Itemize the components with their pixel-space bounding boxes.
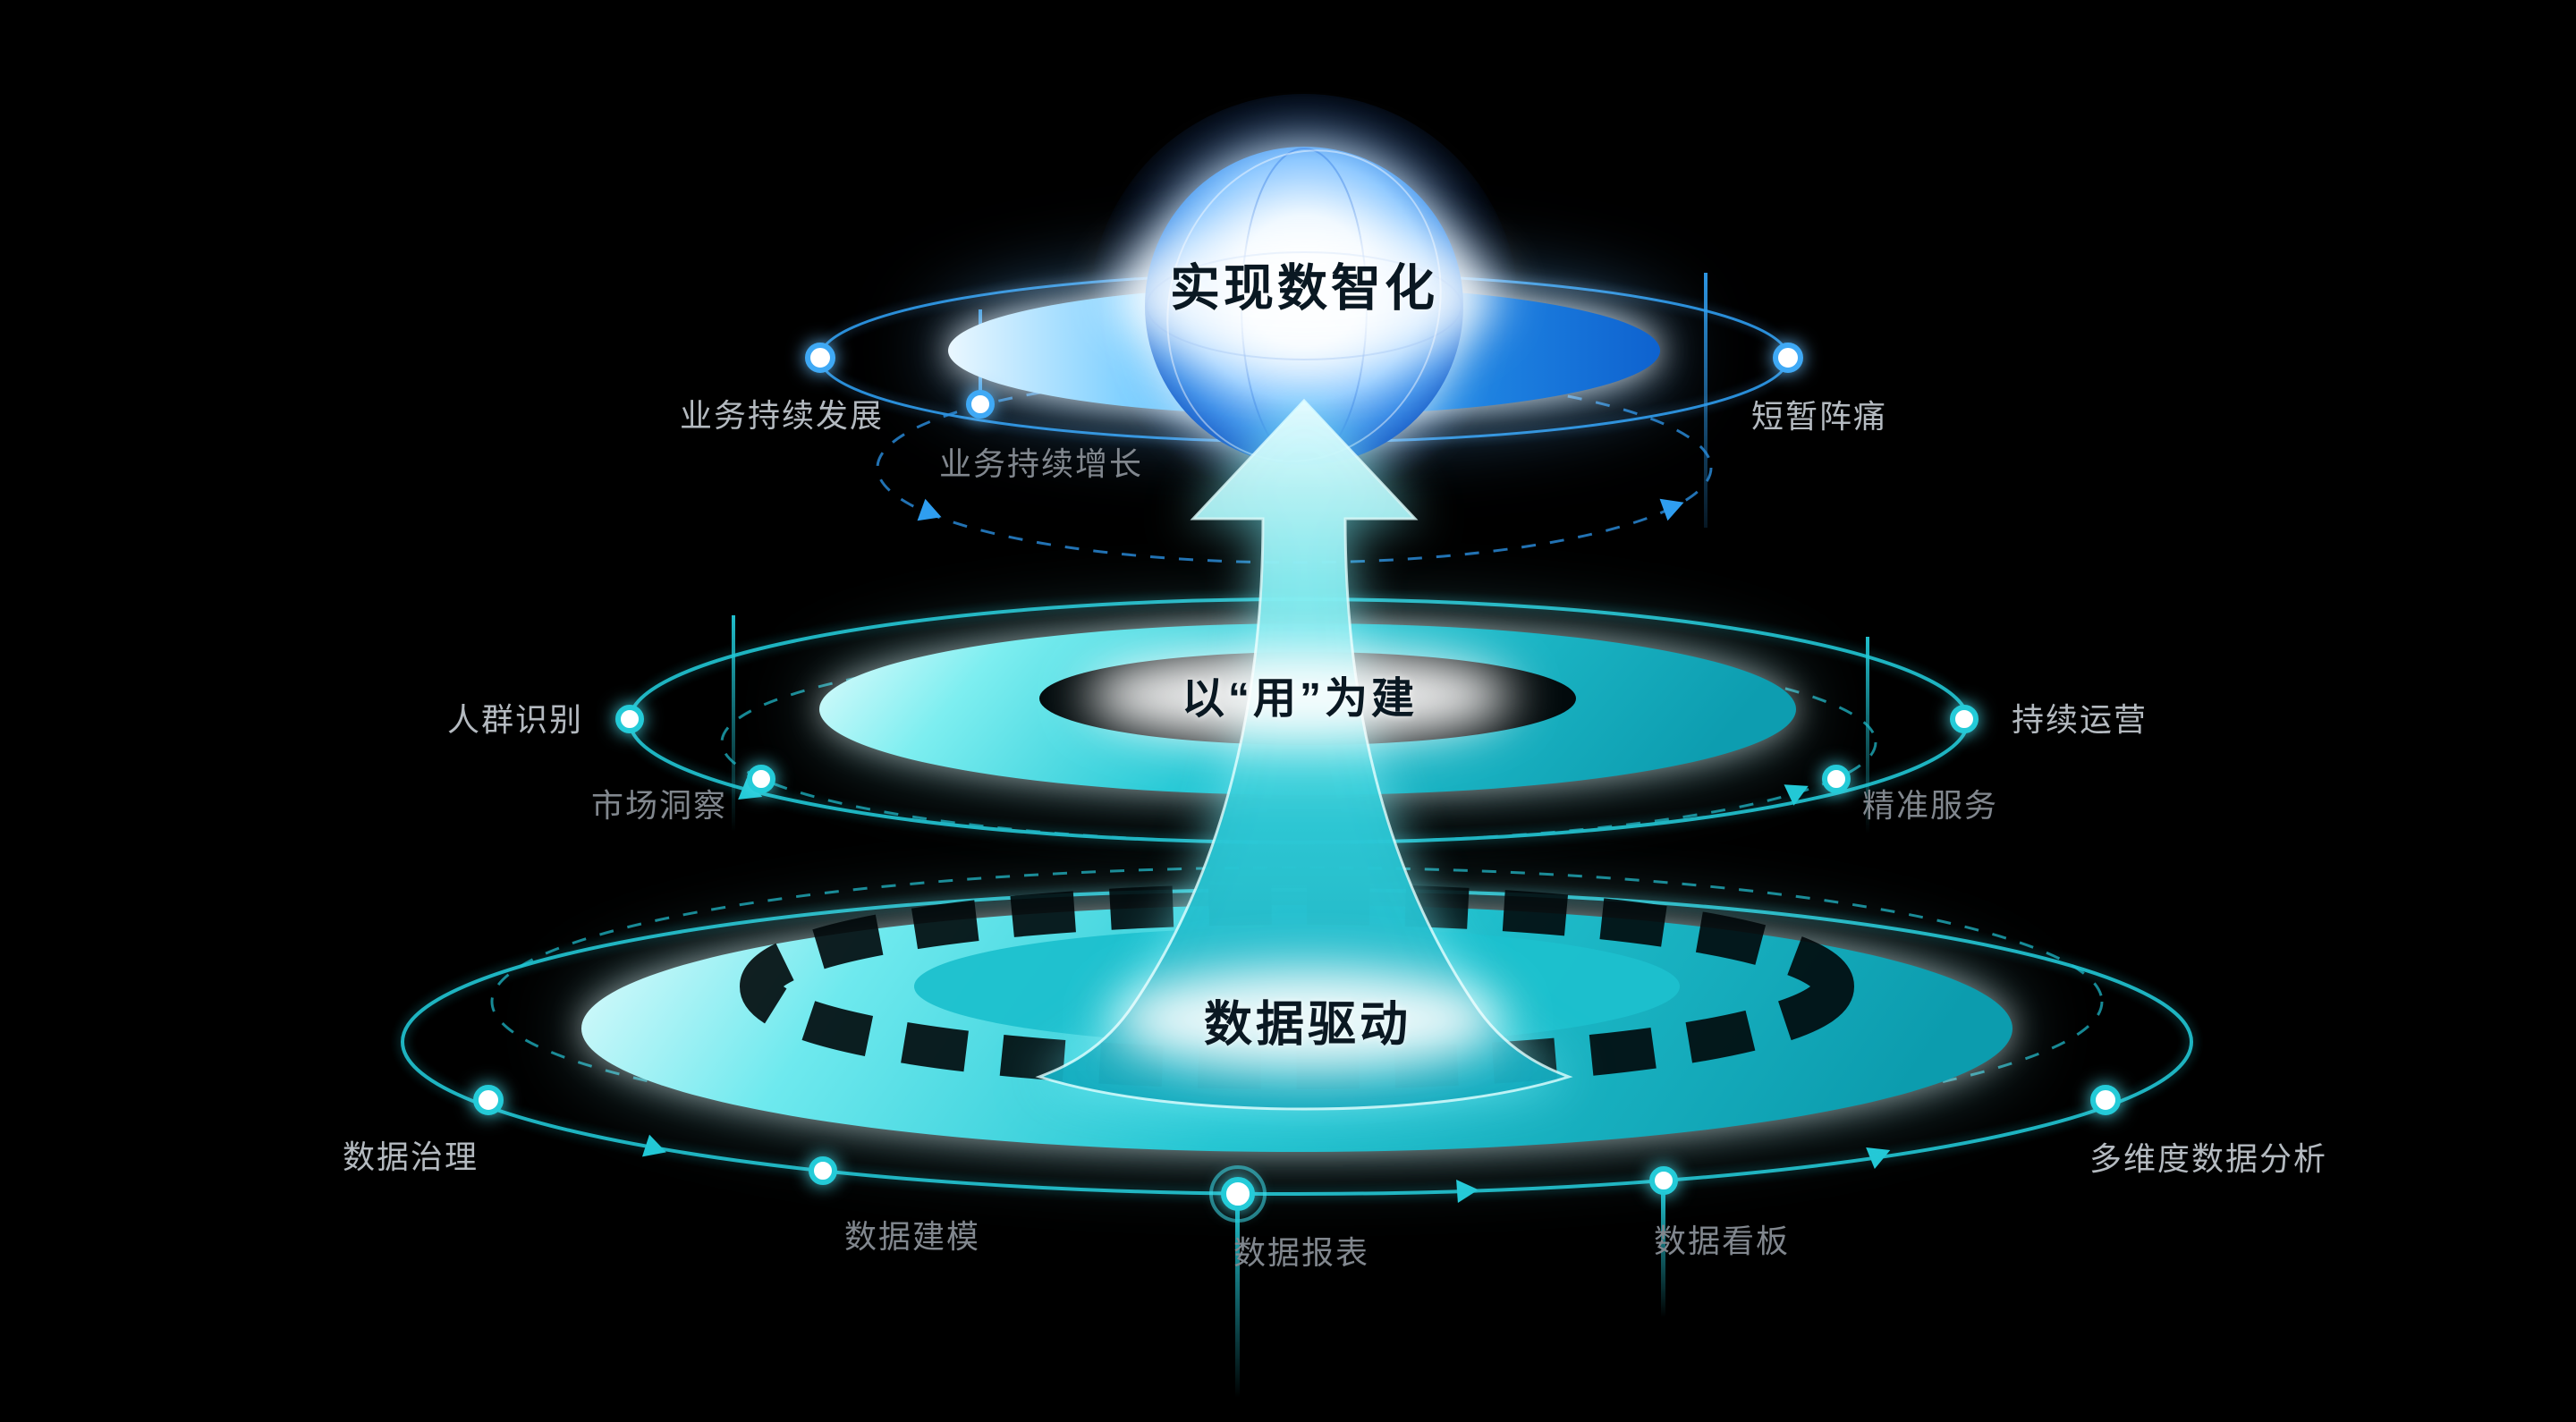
label-crowd-identification: 人群识别 xyxy=(446,701,584,738)
label-continuous-operation: 持续运营 xyxy=(2011,701,2148,738)
orbit-node xyxy=(805,343,835,373)
drop-line xyxy=(1661,1192,1665,1317)
label-business-development: 业务持续发展 xyxy=(679,397,885,434)
drop-line xyxy=(1866,637,1869,834)
flow-arrowhead-icon xyxy=(1659,498,1684,521)
label-data-modeling: 数据建模 xyxy=(843,1218,981,1255)
orbit-node xyxy=(2090,1085,2121,1115)
orbit-node xyxy=(473,1085,504,1115)
label-data-governance: 数据治理 xyxy=(342,1138,479,1175)
flow-arrowhead-icon xyxy=(1784,784,1809,806)
orbit-node xyxy=(1950,705,1979,733)
tier-bottom-title: 数据驱动 xyxy=(1204,997,1411,1052)
flow-arrowhead-icon xyxy=(1866,1147,1891,1170)
growth-arrow xyxy=(1035,398,1573,1111)
label-multidimensional-analysis: 多维度数据分析 xyxy=(2089,1140,2328,1177)
title-glows xyxy=(1085,224,1514,1071)
tier-middle-title: 以“用”为建 xyxy=(1181,675,1419,723)
orbit-node xyxy=(1649,1166,1678,1195)
tier-top-title: 实现数智化 xyxy=(1170,259,1438,317)
drop-line xyxy=(1235,1206,1240,1398)
title-glow-bottom xyxy=(1111,968,1504,1071)
title-glow-middle xyxy=(1085,648,1514,744)
orbit-node xyxy=(747,765,775,793)
middle-dashed-orbit xyxy=(720,640,1877,844)
label-market-insight: 市场洞察 xyxy=(590,787,728,824)
flow-arrowhead-icon xyxy=(738,777,763,800)
orbit-node xyxy=(1822,765,1851,793)
label-short-term-pain: 短暂阵痛 xyxy=(1750,398,1888,435)
label-data-dashboard: 数据看板 xyxy=(1653,1223,1791,1259)
drop-line xyxy=(1704,273,1707,528)
orbit-node xyxy=(1221,1177,1255,1211)
orbit-node xyxy=(966,390,995,419)
drop-line xyxy=(732,615,735,832)
orbit-node xyxy=(615,705,644,733)
label-data-report: 数据报表 xyxy=(1233,1234,1370,1271)
label-precise-service: 精准服务 xyxy=(1861,787,1999,824)
label-business-growth: 业务持续增长 xyxy=(938,445,1144,482)
flow-arrowhead-icon xyxy=(1456,1180,1479,1203)
orbit-node xyxy=(1773,343,1803,373)
up-arrow-icon xyxy=(1035,398,1573,1111)
orbit-node xyxy=(809,1156,837,1185)
flow-arrowhead-icon xyxy=(641,1134,666,1157)
title-glow-top xyxy=(1112,224,1496,367)
flow-arrowhead-icon xyxy=(917,498,942,521)
